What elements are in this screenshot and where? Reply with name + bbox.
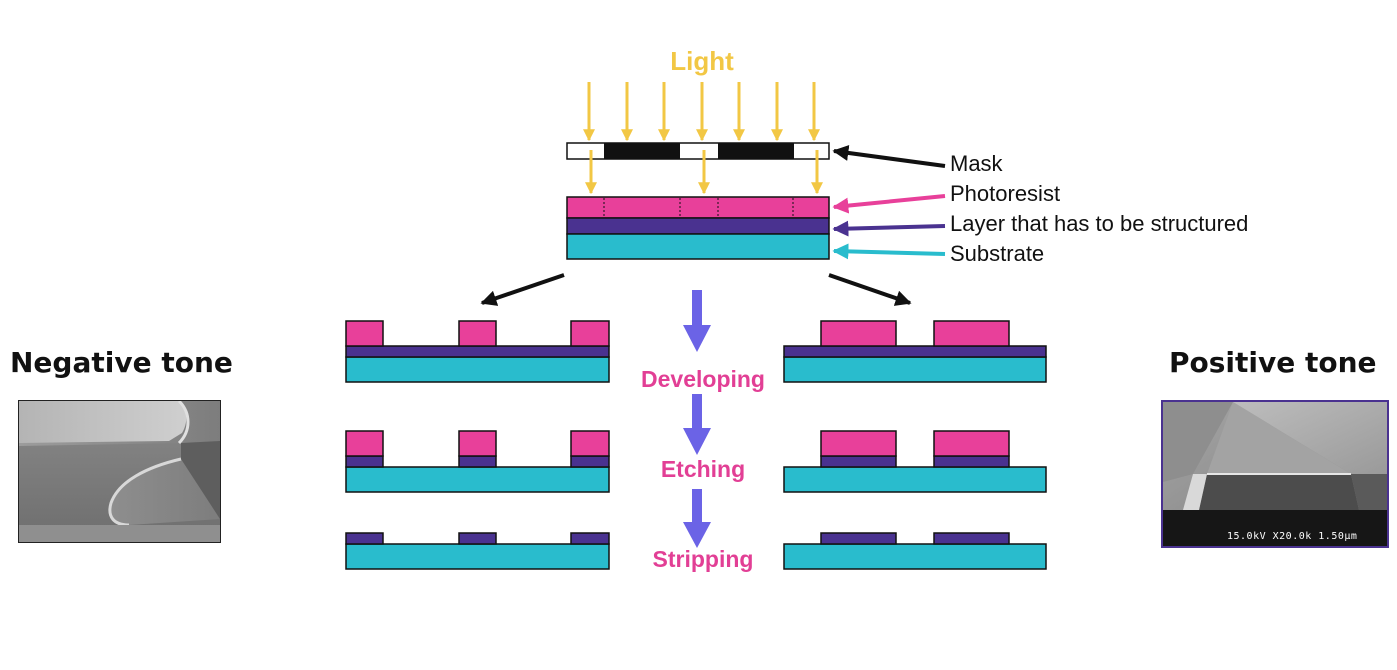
negative-etched-stack	[345, 430, 610, 493]
structured-layer	[783, 345, 1047, 358]
structured-block	[933, 532, 1010, 545]
process-step-arrows	[683, 290, 711, 548]
legend-mask-label: Mask	[950, 151, 1003, 176]
photoresist-block	[933, 430, 1010, 457]
structured-layer	[566, 217, 830, 235]
light-label: Light	[670, 46, 734, 76]
structured-layer	[345, 345, 610, 358]
positive-branch-arrow	[828, 273, 912, 306]
positive-tone-sem-image: 15.0kV X20.0k 1.50µm	[1161, 400, 1389, 548]
negative-developed-stack	[345, 320, 610, 383]
transmitted-light	[585, 150, 823, 195]
photoresist-block	[820, 430, 897, 457]
photoresist-layer	[566, 196, 830, 219]
substrate-pointer-arrow	[832, 243, 946, 260]
etching-step-arrow	[683, 394, 711, 455]
substrate-layer	[345, 543, 610, 570]
structured-block	[458, 532, 497, 545]
structured-block	[458, 455, 497, 468]
stripping-step-arrow	[683, 489, 711, 548]
exposure-boundaries	[603, 198, 794, 218]
mask-opaque-segment	[718, 143, 794, 159]
exposure-stack	[566, 196, 830, 260]
light-rays	[583, 82, 820, 142]
positive-developed-stack	[783, 320, 1047, 383]
developing-step-label: Developing	[641, 366, 765, 392]
photoresist-block	[345, 430, 384, 457]
negative-branch-arrow	[480, 273, 565, 306]
developing-step-arrow	[683, 290, 711, 352]
photoresist-block	[570, 320, 610, 347]
photoresist-block	[820, 320, 897, 347]
photoresist-block	[570, 430, 610, 457]
substrate-layer	[566, 233, 830, 260]
structured-block	[820, 455, 897, 468]
photoresist-block	[458, 320, 497, 347]
substrate-layer	[345, 356, 610, 383]
structured-block	[570, 532, 610, 545]
structured-block	[345, 532, 384, 545]
positive-tone-title: Positive tone	[1169, 346, 1377, 379]
legend-substrate-label: Substrate	[950, 241, 1045, 266]
mask-pointer-arrow	[832, 145, 946, 168]
positive-stripped-stack	[783, 532, 1047, 570]
layer-pointer-arrow	[832, 220, 946, 237]
photoresist-block	[345, 320, 384, 347]
stripping-step-label: Stripping	[652, 546, 754, 572]
legend-layer-label: Layer that has to be structured	[950, 211, 1249, 236]
negative-tone-sem-image	[18, 400, 221, 543]
structured-block	[933, 455, 1010, 468]
negative-tone-title: Negative tone	[10, 346, 233, 379]
substrate-layer	[345, 466, 610, 493]
photoresist-block	[933, 320, 1010, 347]
positive-etched-stack	[783, 430, 1047, 493]
legend-photoresist-label: Photoresist	[950, 181, 1061, 206]
negative-stripped-stack	[345, 532, 610, 570]
substrate-layer	[783, 543, 1047, 570]
photoresist-pointer-arrow	[832, 194, 946, 214]
structured-block	[820, 532, 897, 545]
etching-step-label: Etching	[660, 456, 746, 482]
mask-opaque-segment	[604, 143, 680, 159]
photoresist-block	[458, 430, 497, 457]
mask	[566, 142, 830, 160]
sem-scale-caption: 15.0kV X20.0k 1.50µm	[1227, 531, 1358, 542]
substrate-layer	[783, 356, 1047, 383]
substrate-layer	[783, 466, 1047, 493]
structured-block	[345, 455, 384, 468]
